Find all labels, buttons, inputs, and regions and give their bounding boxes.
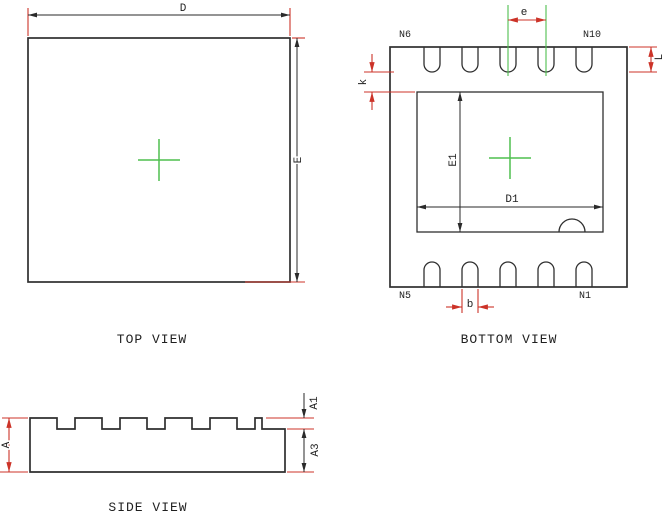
dim-label-E: E — [293, 156, 305, 163]
dim-label-D: D — [180, 3, 187, 15]
package-body-side — [29, 417, 286, 473]
lead-pad — [461, 47, 479, 73]
dim-label-D1: D1 — [505, 194, 519, 206]
view-title-top: TOP VIEW — [117, 332, 187, 347]
lead-pad — [575, 47, 593, 73]
dim-label-A1: A1 — [309, 396, 321, 410]
pin-number-label: N1 — [579, 291, 591, 302]
pin1-indicator-notch — [558, 218, 586, 233]
top-view: D E TOP VIEW — [27, 2, 307, 349]
dim-label-e: e — [521, 7, 528, 19]
dim-label-E1: E1 — [448, 153, 460, 167]
package-outline-bottom — [389, 46, 628, 288]
package-outline-top — [27, 37, 291, 283]
lead-pad — [575, 261, 593, 287]
lead-pad — [461, 261, 479, 287]
side-view: A1 A3 A SIDE VIEW — [0, 393, 324, 517]
dim-label-A: A — [1, 441, 13, 448]
pin-number-label: N5 — [399, 291, 411, 302]
dim-label-k: k — [358, 78, 370, 85]
dim-label-L: L — [654, 54, 664, 61]
dim-label-b: b — [467, 299, 474, 311]
lead-pad — [423, 47, 441, 73]
pin-number-label: N10 — [583, 30, 601, 41]
dim-label-A3: A3 — [310, 443, 322, 456]
bottom-view: e L k E1 D1 b N6 N10 N5 N1 BOTTOM VIEW — [357, 5, 664, 349]
pin-number-label: N6 — [399, 30, 411, 41]
lead-pad — [423, 261, 441, 287]
lead-pad — [537, 261, 555, 287]
view-title-bottom: BOTTOM VIEW — [461, 332, 558, 347]
view-title-side: SIDE VIEW — [108, 500, 187, 515]
exposed-pad-outline — [416, 91, 604, 233]
lead-pad — [499, 261, 517, 287]
